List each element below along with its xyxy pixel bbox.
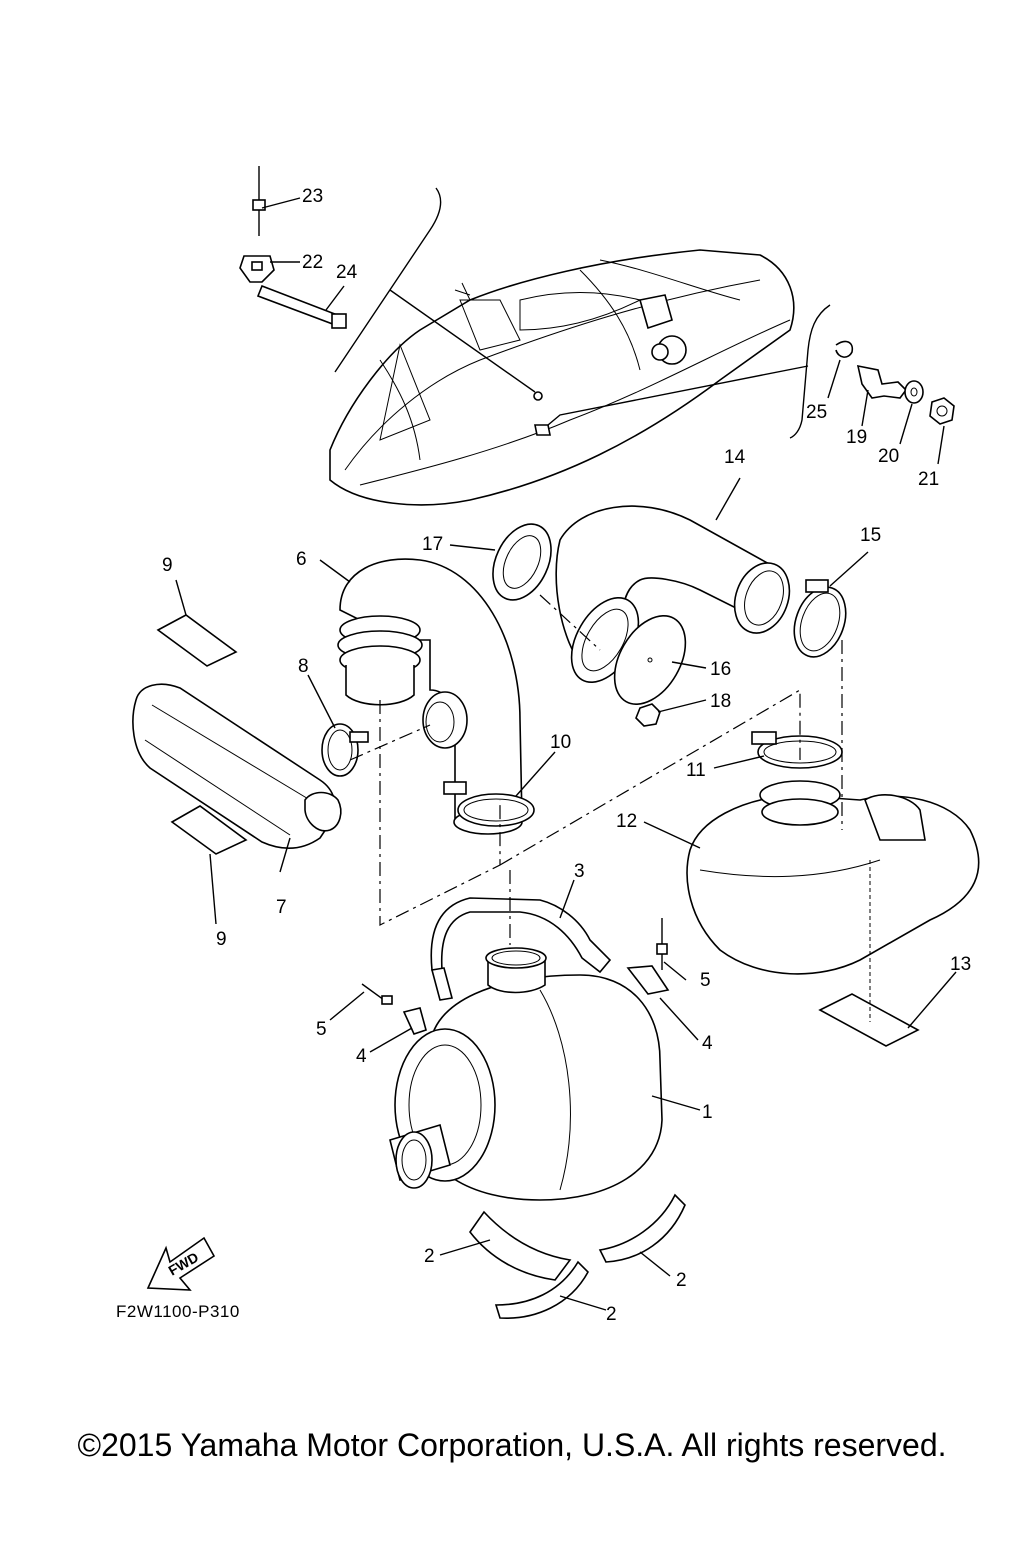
callout-5-right: 5 (700, 970, 711, 991)
pad-9-upper (156, 614, 238, 667)
callout-19: 19 (846, 427, 867, 448)
grommet-22 (239, 255, 275, 283)
callout-12: 12 (616, 811, 637, 832)
callout-5-left: 5 (316, 1019, 327, 1040)
chamber-12 (686, 780, 980, 975)
callout-8: 8 (298, 656, 309, 677)
inset-bracket-right (789, 304, 831, 439)
callout-18: 18 (710, 691, 731, 712)
clamp-15 (793, 579, 847, 658)
callout-23: 23 (302, 186, 323, 207)
callout-22: 22 (302, 252, 323, 273)
callout-9-upper: 9 (162, 555, 173, 576)
callout-2-c: 2 (606, 1304, 617, 1325)
callout-16: 16 (710, 659, 731, 680)
callout-4-right: 4 (702, 1033, 713, 1054)
pad-2-c (494, 1260, 589, 1319)
clamp-10 (443, 781, 535, 827)
rivet-23 (252, 166, 266, 236)
callout-15: 15 (860, 525, 881, 546)
callout-20: 20 (878, 446, 899, 467)
strap-3 (430, 897, 612, 1001)
watercraft-illustration (329, 249, 795, 506)
diagram-code: F2W1100-P310 (116, 1302, 240, 1321)
callout-4-left: 4 (356, 1046, 367, 1067)
callout-25: 25 (806, 402, 827, 423)
callout-10: 10 (550, 732, 571, 753)
callouts: 23 22 24 25 19 20 21 14 15 17 9 6 8 16 1… (162, 186, 971, 1325)
bracket-4-right (626, 965, 670, 995)
callout-14: 14 (724, 447, 746, 468)
tie-strap-24 (256, 284, 347, 329)
nut-18 (635, 703, 661, 727)
inset-leader-left (389, 289, 536, 393)
nut-21 (929, 397, 955, 425)
fitting-19 (856, 364, 908, 399)
clamp-8 (321, 723, 369, 777)
callout-2-a: 2 (424, 1246, 435, 1267)
callout-11: 11 (686, 760, 706, 781)
callout-24: 24 (336, 262, 358, 283)
silencer-1 (389, 947, 663, 1201)
bracket-4-left (402, 1007, 427, 1035)
rivet-5-right (656, 918, 668, 970)
callout-9-lower: 9 (216, 929, 227, 950)
rivet-5-left (361, 983, 393, 1005)
callout-21: 21 (918, 469, 939, 490)
callout-3: 3 (574, 861, 585, 882)
inset-bracket-left (334, 187, 442, 373)
fwd-arrow-icon: FWD (146, 1236, 216, 1291)
assembly-lines (349, 594, 871, 1022)
box-7 (132, 683, 342, 850)
callout-1: 1 (702, 1102, 713, 1123)
callout-13: 13 (950, 954, 971, 975)
clamp-11 (751, 731, 843, 769)
clip-25 (835, 340, 854, 358)
copyright-notice: ©2015 Yamaha Motor Corporation, U.S.A. A… (77, 1427, 947, 1463)
callout-6: 6 (296, 549, 307, 570)
callout-7: 7 (276, 897, 287, 918)
washer-20 (904, 380, 924, 404)
flange-17 (492, 523, 552, 601)
callout-2-b: 2 (676, 1270, 687, 1291)
inset-leader-right (547, 365, 809, 426)
gasket-16 (570, 596, 687, 705)
callout-17: 17 (422, 534, 443, 555)
leader-lines (175, 197, 957, 1311)
pad-2-a (469, 1210, 572, 1281)
pad-2-b (598, 1193, 686, 1263)
duct-6 (337, 558, 523, 835)
pad-13 (818, 993, 920, 1047)
pad-9-lower (170, 805, 248, 855)
